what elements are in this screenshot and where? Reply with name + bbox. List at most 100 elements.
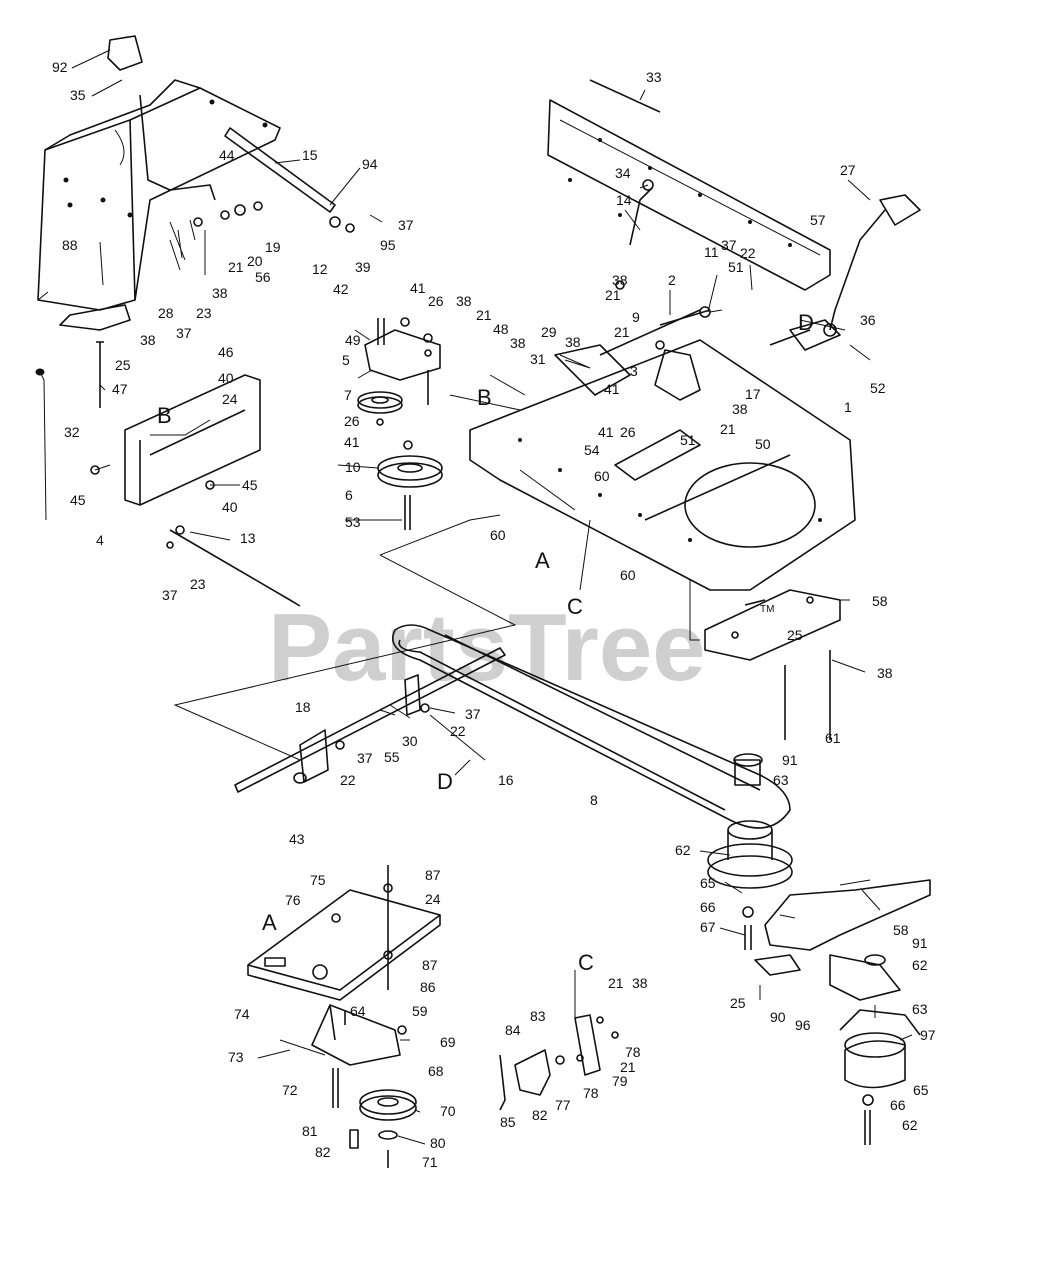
callout-33: 33 <box>646 69 662 85</box>
callout-28: 28 <box>158 305 174 321</box>
callout-2: 2 <box>668 272 676 288</box>
lever-57-27 <box>769 194 921 351</box>
callout-74: 74 <box>234 1006 250 1022</box>
callout-11: 11 <box>704 244 719 260</box>
callout-51b: 51 <box>680 432 696 448</box>
callout-66a: 66 <box>700 899 716 915</box>
callout-19: 19 <box>265 239 281 255</box>
idler-pulley-assembly <box>357 317 443 530</box>
callout-12: 12 <box>312 261 328 277</box>
callout-63a: 63 <box>773 772 789 788</box>
callout-94: 94 <box>362 156 378 172</box>
callout-55: 55 <box>384 749 400 765</box>
callout-91b: 91 <box>912 935 928 951</box>
callout-40a: 40 <box>218 370 234 386</box>
watermark-tm: TM <box>760 604 774 615</box>
callout-37d: 37 <box>162 587 178 603</box>
watermark: PartsTree <box>268 594 706 701</box>
callout-92: 92 <box>52 59 68 75</box>
callout-36: 36 <box>860 312 876 328</box>
callout-27: 27 <box>840 162 856 178</box>
callout-38d: 38 <box>510 335 526 351</box>
callout-67: 67 <box>700 919 716 935</box>
callout-47: 47 <box>112 381 128 397</box>
callout-38c: 38 <box>456 293 472 309</box>
callout-39: 39 <box>355 259 371 275</box>
callout-21b: 21 <box>476 307 492 323</box>
callout-86: 86 <box>420 979 436 995</box>
callout-51a: 51 <box>728 259 744 275</box>
callout-38f: 38 <box>612 272 628 288</box>
callout-44: 44 <box>219 147 235 163</box>
callout-23a: 23 <box>196 305 212 321</box>
callout-10: 10 <box>345 459 361 475</box>
callout-7: 7 <box>344 387 352 403</box>
callout-60a: 60 <box>594 468 610 484</box>
callout-60b: 60 <box>490 527 506 543</box>
callout-82a: 82 <box>315 1144 331 1160</box>
callout-62b: 62 <box>912 957 928 973</box>
callout-71: 71 <box>422 1154 438 1170</box>
left-components <box>35 341 301 607</box>
callout-85: 85 <box>500 1114 516 1130</box>
callout-87b: 87 <box>422 957 438 973</box>
callout-87a: 87 <box>425 867 441 883</box>
callout-25b: 25 <box>787 627 803 643</box>
callout-22c: 22 <box>340 772 356 788</box>
callout-41c: 41 <box>604 381 620 397</box>
callout-31: 31 <box>530 351 546 367</box>
callout-34: 34 <box>615 165 631 181</box>
callout-4: 4 <box>96 532 104 548</box>
bracket-assembly-c <box>499 970 619 1111</box>
callout-49: 49 <box>345 332 361 348</box>
callout-65b: 65 <box>913 1082 929 1098</box>
callout-26a: 26 <box>428 293 444 309</box>
section-letter-c-bottom: C <box>578 950 594 975</box>
callout-40b: 40 <box>222 499 238 515</box>
callout-90: 90 <box>770 1009 786 1025</box>
callout-57: 57 <box>810 212 826 228</box>
callout-96: 96 <box>795 1017 811 1033</box>
callout-37c: 37 <box>721 237 737 253</box>
callout-3: 3 <box>630 363 638 379</box>
callout-53: 53 <box>345 514 361 530</box>
callout-83: 83 <box>530 1008 546 1024</box>
callout-14: 14 <box>616 192 632 208</box>
callout-21d: 21 <box>614 324 630 340</box>
callout-25a: 25 <box>115 357 131 373</box>
bracket-58-upper <box>704 589 841 740</box>
callout-41b: 41 <box>344 434 360 450</box>
callout-38i: 38 <box>632 975 648 991</box>
section-letter-a-top: A <box>535 548 550 573</box>
callout-62a: 62 <box>675 842 691 858</box>
section-letter-b-right: B <box>477 385 492 410</box>
callout-79: 79 <box>612 1073 628 1089</box>
callout-21a: 21 <box>228 259 244 275</box>
callout-17: 17 <box>745 386 761 402</box>
callout-63b: 63 <box>912 1001 928 1017</box>
callout-23b: 23 <box>190 576 206 592</box>
callout-58b: 58 <box>893 922 909 938</box>
callout-38b: 38 <box>140 332 156 348</box>
callout-70: 70 <box>440 1103 456 1119</box>
callout-82b: 82 <box>532 1107 548 1123</box>
callout-77: 77 <box>555 1097 571 1113</box>
callout-43: 43 <box>289 831 305 847</box>
callout-75: 75 <box>310 872 326 888</box>
callout-38g: 38 <box>732 401 748 417</box>
callout-78a: 78 <box>625 1044 641 1060</box>
callout-24a: 24 <box>222 391 238 407</box>
callout-41a: 41 <box>410 280 426 296</box>
callout-5: 5 <box>342 352 350 368</box>
callout-13: 13 <box>240 530 256 546</box>
callout-88: 88 <box>62 237 78 253</box>
reference-lines <box>150 319 846 776</box>
callout-37b: 37 <box>176 325 192 341</box>
callout-32: 32 <box>64 424 80 440</box>
callout-38h: 38 <box>877 665 893 681</box>
callout-37f: 37 <box>357 750 373 766</box>
callout-18: 18 <box>295 699 311 715</box>
callout-45a: 45 <box>70 492 86 508</box>
lift-bracket-assembly <box>37 35 355 331</box>
